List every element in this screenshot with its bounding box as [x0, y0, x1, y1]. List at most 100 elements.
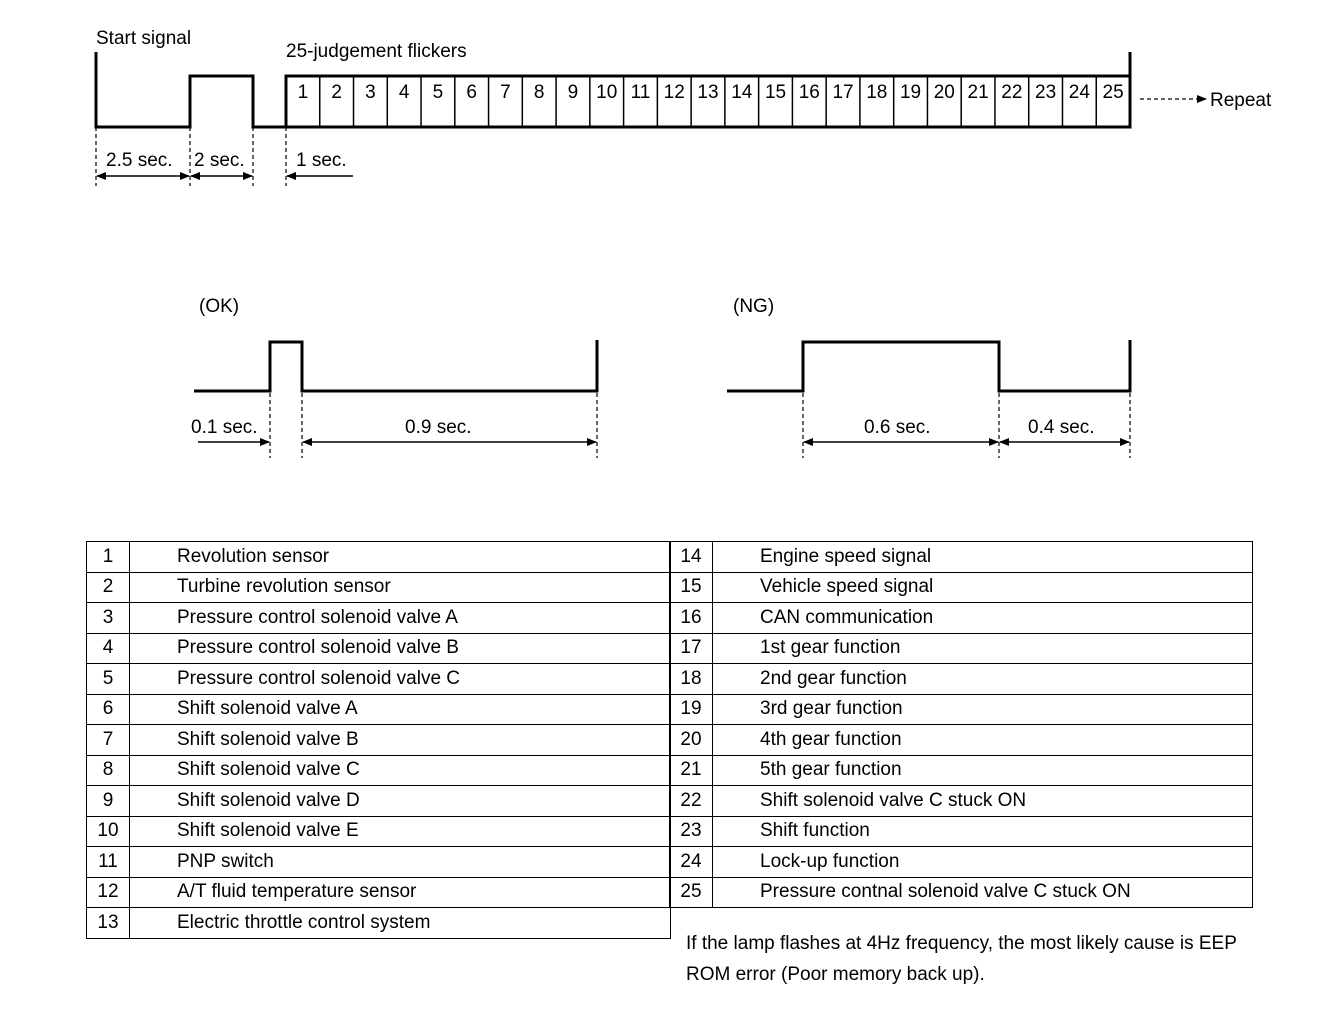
slot-number: 25 [1103, 82, 1124, 103]
code-item: Shift solenoid valve A [129, 693, 671, 725]
code-number: 10 [86, 815, 130, 847]
slot-number: 15 [765, 82, 786, 103]
dim-pause-label: 2 sec. [194, 150, 245, 171]
code-number: 25 [669, 876, 713, 908]
dim-slot-label: 1 sec. [296, 150, 347, 171]
slot-number: 14 [731, 82, 753, 103]
code-item: 2nd gear function [712, 663, 1253, 695]
slot-number: 24 [1069, 82, 1091, 103]
code-number: 1 [86, 541, 130, 573]
slot-number: 8 [534, 82, 545, 103]
slot-number: 1 [298, 82, 309, 103]
code-number: 3 [86, 602, 130, 634]
ng-waveform [727, 340, 1132, 393]
code-number: 5 [86, 663, 130, 695]
code-number: 12 [86, 876, 130, 908]
code-item: Shift solenoid valve B [129, 724, 671, 756]
code-item: A/T fluid temperature sensor [129, 876, 671, 908]
code-item: Electric throttle control system [129, 907, 671, 939]
slot-number: 7 [500, 82, 511, 103]
slot-number: 16 [799, 82, 820, 103]
slot-number: 21 [968, 82, 989, 103]
ng-on-time: 0.6 sec. [864, 417, 931, 438]
code-item: PNP switch [129, 846, 671, 878]
ok-on-time: 0.1 sec. [191, 417, 258, 438]
code-number: 8 [86, 754, 130, 786]
code-number: 20 [669, 724, 713, 756]
ng-off-time: 0.4 sec. [1028, 417, 1095, 438]
code-item: Shift solenoid valve D [129, 785, 671, 817]
code-item: Shift function [712, 815, 1253, 847]
code-number: 2 [86, 571, 130, 603]
code-number: 4 [86, 632, 130, 664]
code-number: 7 [86, 724, 130, 756]
code-item: Lock-up function [712, 846, 1253, 878]
code-number: 19 [669, 693, 713, 725]
code-number: 6 [86, 693, 130, 725]
code-number: 23 [669, 815, 713, 847]
slot-number: 19 [900, 82, 921, 103]
code-item: Pressure control solenoid valve B [129, 632, 671, 664]
dim-start-label: 2.5 sec. [106, 150, 173, 171]
slot-number: 18 [866, 82, 887, 103]
slot-number: 23 [1035, 82, 1056, 103]
slot-number: 12 [664, 82, 685, 103]
code-number: 24 [669, 846, 713, 878]
code-item: Pressure contnal solenoid valve C stuck … [712, 876, 1253, 908]
judgement-flickers-label: 25-judgement flickers [286, 41, 467, 62]
slot-number: 2 [331, 82, 342, 103]
code-number: 17 [669, 632, 713, 664]
slot-number: 10 [596, 82, 617, 103]
code-number: 16 [669, 602, 713, 634]
code-item: 4th gear function [712, 724, 1253, 756]
slot-number: 20 [934, 82, 955, 103]
judgement-slot-frame [284, 74, 1132, 129]
slot-number: 5 [433, 82, 444, 103]
slot-number: 17 [832, 82, 853, 103]
code-number: 18 [669, 663, 713, 695]
code-item: 1st gear function [712, 632, 1253, 664]
code-item: Shift solenoid valve C [129, 754, 671, 786]
code-number: 11 [86, 846, 130, 878]
code-item: Engine speed signal [712, 541, 1253, 573]
slot-number: 4 [399, 82, 410, 103]
slot-number: 3 [365, 82, 376, 103]
code-item: Shift solenoid valve E [129, 815, 671, 847]
start-signal-waveform [94, 52, 286, 129]
code-number: 9 [86, 785, 130, 817]
repeat-label: Repeat [1210, 90, 1272, 111]
slot-number: 22 [1001, 82, 1022, 103]
ok-waveform [194, 340, 599, 393]
ng-title: (NG) [733, 296, 774, 317]
slot-dividers [319, 76, 1097, 127]
slot-number: 6 [466, 82, 477, 103]
code-number: 22 [669, 785, 713, 817]
code-number: 15 [669, 571, 713, 603]
code-item: Vehicle speed signal [712, 571, 1253, 603]
